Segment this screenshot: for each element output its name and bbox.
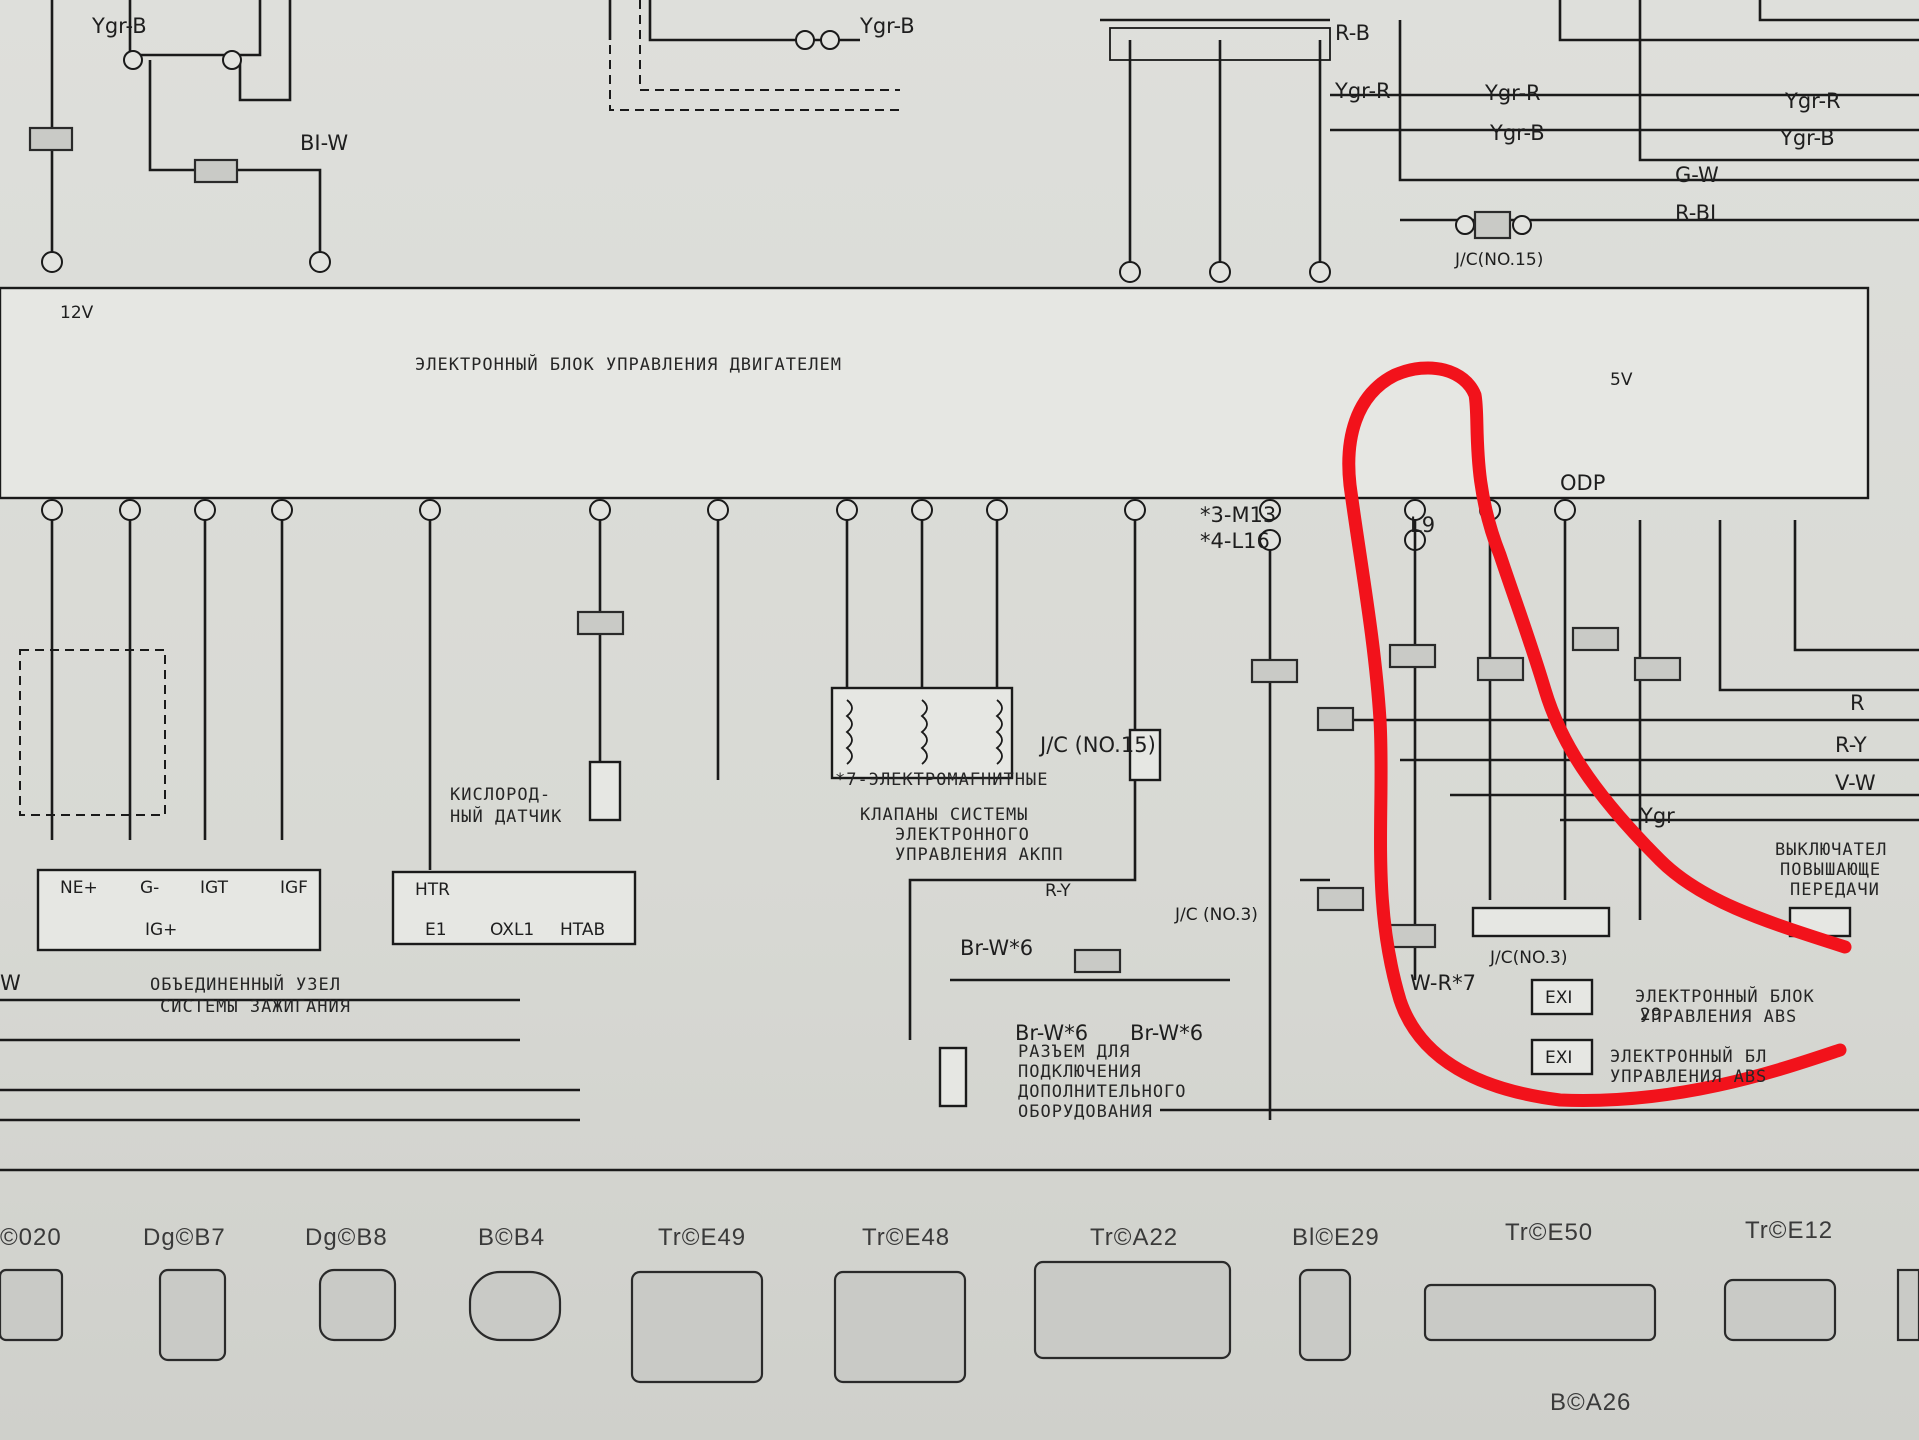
coils [845, 699, 1003, 765]
label-r-y-wire: R-Y [1045, 881, 1071, 901]
caption-abs-1a: ЭЛЕКТРОННЫЙ БЛОК [1635, 985, 1815, 1007]
jc9-box [1109, 27, 1331, 61]
label-htr: HTR [415, 880, 450, 900]
caption-aux-1: РАЗЪЕМ ДЛЯ [1018, 1042, 1130, 1062]
caption-gear-1: ВЫКЛЮЧАТЕЛ [1775, 840, 1887, 860]
label-igf: IGF [280, 878, 308, 898]
connector-badges [576, 610, 1682, 974]
label-ne-plus: NE+ [60, 878, 98, 898]
connector-code-6: Tr©A22 [1090, 1224, 1178, 1251]
caption-abs-2b: УПРАВЛЕНИЯ ABS [1610, 1067, 1767, 1087]
ecu-title: ЭЛЕКТРОННЫЙ БЛОК УПРАВЛЕНИЯ ДВИГАТЕЛЕМ [415, 353, 842, 375]
caption-o2-2: НЫЙ ДАТЧИК [450, 805, 562, 827]
label-w-left: W [0, 971, 21, 995]
label-jc3-b: J/C(NO.3) [1489, 948, 1568, 968]
label-ygr-r-2: Ygr-R [1484, 81, 1541, 105]
caption-aux-3: ДОПОЛНИТЕЛЬНОГО [1018, 1082, 1187, 1102]
label-ygr-r-3: Ygr-R [1784, 89, 1841, 113]
label-exi-2: EXI [1545, 1048, 1572, 1068]
label-oxl1: OXL1 [490, 920, 534, 940]
label-g-w: G-W [1675, 163, 1719, 187]
caption-abs-1b: УПРАВЛЕНИЯ ABS [1640, 1007, 1797, 1027]
connector-code-5: Tr©E48 [862, 1224, 950, 1251]
label-v-w: V-W [1835, 771, 1876, 795]
dashed-block [19, 649, 166, 816]
connector-code-4: Tr©E49 [658, 1224, 746, 1251]
caption-aux-2: ПОДКЛЮЧЕНИЯ [1018, 1062, 1142, 1082]
label-12v: 12V [60, 303, 94, 323]
label-ygr-b-2: Ygr-B [1489, 121, 1545, 145]
caption-solenoids-4: УПРАВЛЕНИЯ АКПП [895, 845, 1064, 865]
label-m13: *3-M13 [1200, 503, 1276, 527]
ignitor-box [36, 868, 322, 952]
label-r-y: R-Y [1835, 733, 1867, 757]
caption-aux-4: ОБОРУДОВАНИЯ [1018, 1102, 1153, 1122]
label-r: R [1850, 691, 1865, 715]
caption-o2-1: КИСЛОРОД- [450, 785, 551, 805]
caption-ignition-unit-2: СИСТЕМЫ ЗАЖИГАНИЯ [160, 997, 351, 1017]
connector-code-10: B©A26 [1550, 1389, 1631, 1416]
jc3-body [1471, 906, 1611, 938]
label-5v: 5V [1610, 370, 1633, 390]
ecu-frame [0, 286, 1870, 500]
label-jc3: J/C (NO.3) [1174, 905, 1258, 925]
label-ig-plus: IG+ [145, 920, 177, 940]
aux-connector [938, 1046, 968, 1108]
label-l9: L9 [1410, 513, 1435, 537]
connector-code-9: Tr©E12 [1745, 1217, 1833, 1244]
bd1-mid [193, 158, 239, 184]
label-29: 29 [1640, 1005, 1662, 1025]
ecu-pins [41, 499, 1576, 551]
connector-code-8: Tr©E50 [1505, 1219, 1593, 1246]
label-htab: HTAB [560, 920, 605, 940]
connector-code-3: B©B4 [478, 1224, 545, 1251]
label-ygr-b-3: Ygr-B [1779, 126, 1835, 150]
dashed-wiring [609, 0, 900, 111]
label-jc15: J/C(NO.15) [1454, 250, 1543, 270]
top-pins [41, 30, 1532, 283]
label-r-bl: R-BI [1675, 201, 1716, 225]
label-igt: IGT [200, 878, 229, 898]
o2-heater [588, 760, 622, 822]
connector-code-2: Dg©B8 [305, 1224, 388, 1251]
exi-2 [1530, 1038, 1594, 1076]
label-l16: *4-L16 [1200, 529, 1270, 553]
label-w-r7: W-R*7 [1410, 971, 1476, 995]
label-r-b: R-B [1335, 21, 1370, 45]
connector-code-1: Dg©B7 [143, 1224, 226, 1251]
label-bl-w: BI-W [300, 131, 348, 155]
caption-solenoids-2: КЛАПАНЫ СИСТЕМЫ [860, 805, 1029, 825]
exi-1 [1530, 978, 1594, 1016]
label-odo: ODP [1560, 471, 1605, 495]
label-ygr-r: Ygr-R [1334, 79, 1391, 103]
caption-solenoids-1: *7-ЭЛЕКТРОМАГНИТНЫЕ [835, 770, 1048, 790]
ecu-output-wiring [0, 520, 1919, 1172]
label-exi-1: EXI [1545, 988, 1572, 1008]
caption-solenoids-3: ЭЛЕКТРОННОГО [895, 825, 1030, 845]
label-e1: E1 [425, 920, 447, 940]
label-jc15-mid: J/C (NO.15) [1038, 733, 1156, 757]
label-ygr: Ygr [1639, 804, 1675, 828]
label-br-w6-3: Br-W*6 [960, 936, 1033, 960]
jc15-top-body [1473, 210, 1512, 240]
label-g-minus: G- [140, 878, 159, 898]
caption-ignition-unit-1: ОБЪЕДИНЕННЫЙ УЗЕЛ [150, 973, 341, 995]
o2-sensor-box [391, 870, 637, 946]
caption-gear-3: ПЕРЕДАЧИ [1790, 880, 1880, 900]
caption-abs-2a: ЭЛЕКТРОННЫЙ БЛ [1610, 1045, 1767, 1067]
jc15-mid-body [1128, 728, 1162, 782]
red-highlight-loop [1342, 361, 1852, 1107]
caption-gear-2: ПОВЫШАЮЩЕ [1780, 860, 1881, 880]
label-br-w6: Br-W*6 [1015, 1021, 1088, 1045]
label-br-w6-2: Br-W*6 [1130, 1021, 1203, 1045]
connector-code-0: ©020 [0, 1224, 62, 1251]
label-ygr-b-top: Ygr-B [91, 14, 147, 38]
connector-row [0, 1260, 1919, 1384]
label-ygr-b: Ygr-B [859, 14, 915, 38]
bd1-left [28, 126, 74, 152]
connector-code-7: Bl©E29 [1292, 1224, 1380, 1251]
